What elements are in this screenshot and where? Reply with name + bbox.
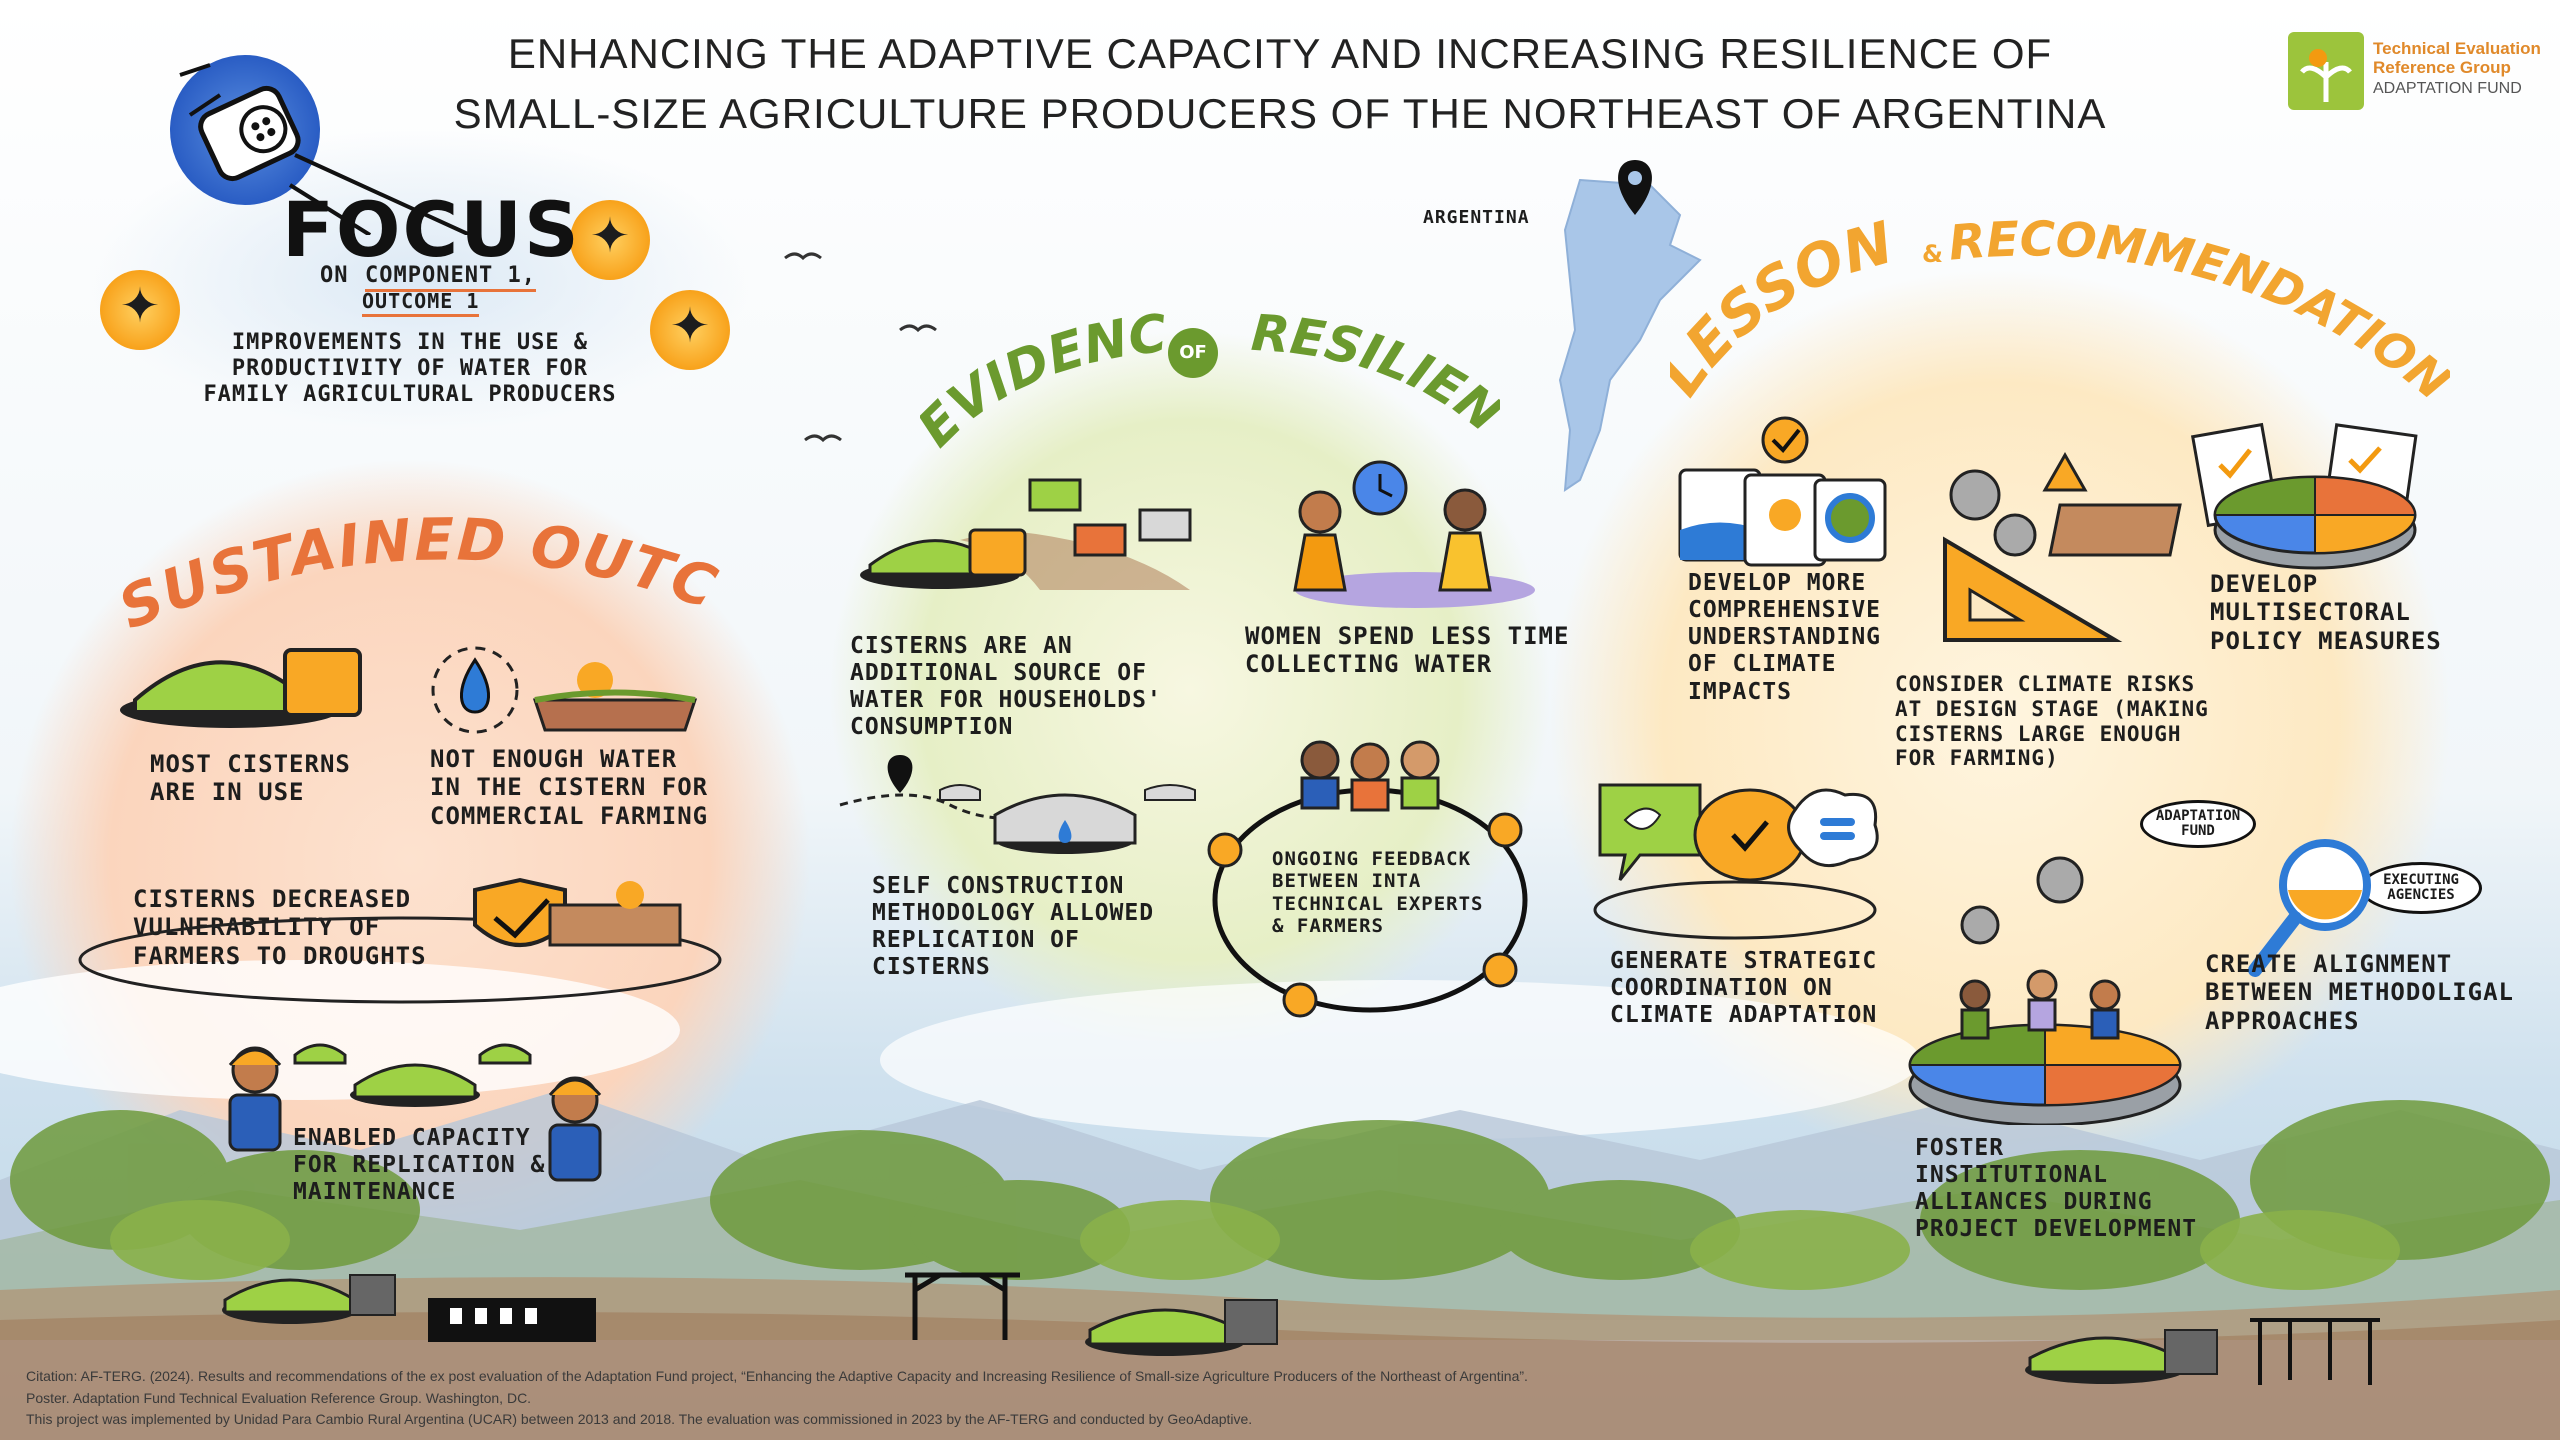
lessons-item-4: GENERATE STRATEGIC COORDINATION ON CLIMA… xyxy=(1610,948,1878,1029)
logo-line-3: ADAPTATION FUND xyxy=(2373,80,2522,98)
svg-text:LESSONS: LESSONS xyxy=(1670,200,1900,408)
magnifier-icon xyxy=(2248,839,2371,977)
women-clock-icon xyxy=(1293,460,1535,608)
design-stage-icon xyxy=(1943,451,2182,642)
ground-pergola xyxy=(2250,1318,2380,1385)
lessons-item-3: DEVELOP MULTISECTORAL POLICY MEASURES xyxy=(2210,570,2442,655)
cisterns-in-use-icon xyxy=(120,648,362,728)
citation-line-3: This project was implemented by Unidad P… xyxy=(26,1411,1253,1427)
ground-gate xyxy=(905,1272,1020,1340)
focus-description: IMPROVEMENTS IN THE USE & PRODUCTIVITY O… xyxy=(203,330,617,407)
map-label: ARGENTINA xyxy=(1423,207,1530,228)
logo-line-1: Technical Evaluation xyxy=(2373,39,2541,58)
citation-line-1: Citation: AF-TERG. (2024). Results and r… xyxy=(26,1368,1528,1384)
houses-cisterns-icon xyxy=(860,478,1192,590)
lessons-item-5: CREATE ALIGNMENT BETWEEN METHODOLIGAL AP… xyxy=(2205,950,2514,1035)
citation-line-2: Poster. Adaptation Fund Technical Evalua… xyxy=(26,1390,532,1406)
sparkle-icon xyxy=(650,290,730,370)
evidence-title-part1: EVIDENCE xyxy=(920,300,1170,459)
self-construction-icon xyxy=(839,755,1196,854)
evidence-item-2: WOMEN SPEND LESS TIME COLLECTING WATER xyxy=(1245,622,1570,679)
page-title-line-2: SMALL-SIZE AGRICULTURE PRODUCERS OF THE … xyxy=(453,90,2107,137)
evidence-item-4: ONGOING FEEDBACK BETWEEN INTA TECHNICAL … xyxy=(1272,848,1484,938)
focus-on-label: ON xyxy=(320,263,349,288)
focus-component: COMPONENT 1, xyxy=(365,263,536,292)
lessons-item-6: FOSTER INSTITUTIONAL ALLIANCES DURING PR… xyxy=(1915,1135,2198,1243)
argentina-map-icon xyxy=(1558,160,1702,492)
water-drop-field-icon xyxy=(431,646,698,734)
logo-line-2: Reference Group xyxy=(2373,57,2511,77)
sustained-item-4: ENABLED CAPACITY FOR REPLICATION & MAINT… xyxy=(293,1125,546,1206)
feedback-cycle-icon xyxy=(1207,740,1528,1018)
svg-text:SUSTAINED OUTCOMES: SUSTAINED OUTCOMES xyxy=(110,480,727,643)
lessons-title-part1: LESSONS xyxy=(1670,200,1900,408)
ground-cistern-left xyxy=(222,1274,396,1324)
sprout-icon xyxy=(2300,49,2352,102)
focus-title: FOCUS xyxy=(282,185,581,274)
lessons-item-1: DEVELOP MORE COMPREHENSIVE UNDERSTANDING… xyxy=(1688,570,1882,705)
spotlight-icon xyxy=(179,63,471,235)
climate-impacts-icon xyxy=(1678,416,1887,567)
focus-outcome: OUTCOME 1 xyxy=(362,289,480,317)
sustained-title: SUSTAINED OUTCOMES xyxy=(110,480,725,643)
sustained-item-2: NOT ENOUGH WATER IN THE CISTERN FOR COMM… xyxy=(430,745,709,830)
coordination-bubbles-icon xyxy=(1593,783,1879,940)
workers-cisterns-icon xyxy=(228,1043,602,1182)
evidence-item-1: CISTERNS ARE AN ADDITIONAL SOURCE OF WAT… xyxy=(850,633,1162,741)
sustained-item-3: CISTERNS DECREASED VULNERABILITY OF FARM… xyxy=(133,885,427,970)
evidence-title-arc: EVIDENCE RESILIENCE xyxy=(920,300,1500,459)
lessons-title-amp: & xyxy=(1922,240,1943,268)
evidence-title-of: OF xyxy=(1168,328,1218,378)
bubble-executing-agencies: EXECUTING AGENCIES xyxy=(2360,862,2482,914)
evidence-item-3: SELF CONSTRUCTION METHODOLOGY ALLOWED RE… xyxy=(872,873,1155,981)
page-title-line-1: ENHANCING THE ADAPTIVE CAPACITY AND INCR… xyxy=(507,30,2053,77)
lessons-title-arc: LESSONS RECOMMENDATIONS xyxy=(1670,200,2450,411)
logo-text: Technical Evaluation Reference Group ADA… xyxy=(2373,39,2541,98)
ground-shed xyxy=(428,1298,596,1342)
institutional-alliances-icon xyxy=(1908,856,2182,1125)
drought-shield-icon xyxy=(78,877,722,1004)
bubble-adaptation-fund: ADAPTATION FUND xyxy=(2140,800,2256,848)
sparkle-icon xyxy=(100,270,180,350)
ground-cistern-middle xyxy=(1085,1299,1278,1356)
adaptation-fund-logo xyxy=(2288,32,2364,110)
lessons-item-2: CONSIDER CLIMATE RISKS AT DESIGN STAGE (… xyxy=(1895,672,2209,771)
sparkle-icon xyxy=(570,200,650,280)
svg-text:EVIDENCE: EVIDENCE xyxy=(920,300,1170,459)
policy-pie-icon xyxy=(2190,422,2418,570)
sustained-item-1: MOST CISTERNS ARE IN USE xyxy=(150,750,351,807)
ground-cistern-right xyxy=(2025,1329,2218,1384)
sustained-title-arc: SUSTAINED OUTCOMES xyxy=(110,480,727,643)
